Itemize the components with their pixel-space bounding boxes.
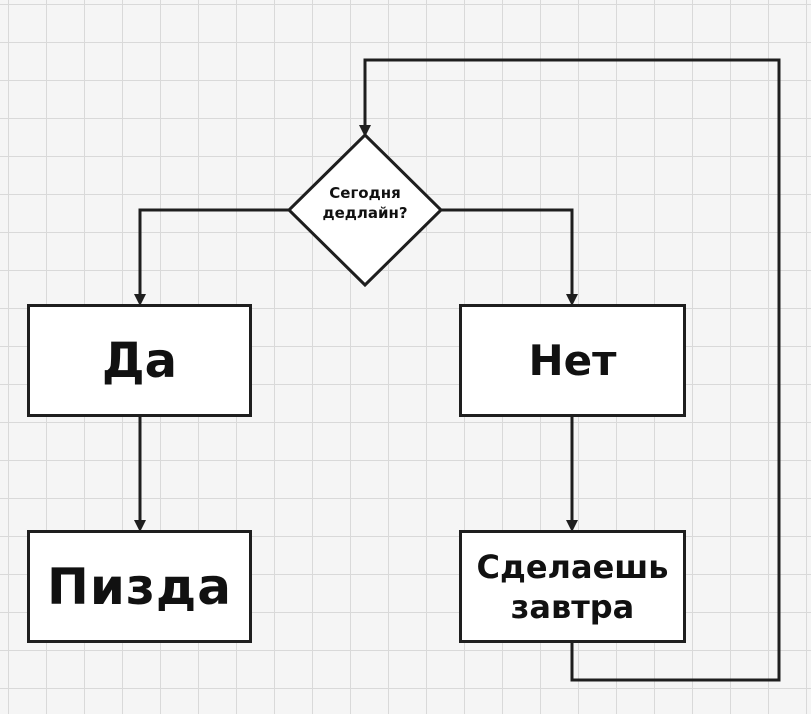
yes-result-label: Пизда [46,557,233,616]
yes-box-label: Да [101,332,178,389]
no-box-label: Нет [528,336,617,385]
connector-decision-to-no [441,208,578,306]
decision-label: Сегодня дедлайн? [300,183,430,224]
decision-diamond [286,132,444,288]
yes-result-box: Пизда [27,530,252,643]
no-result-label-line2: завтра [510,587,635,626]
no-box: Нет [459,304,686,417]
connector-loop-back [359,58,781,682]
connector-decision-to-yes [134,208,289,306]
decision-label-line1: Сегодня [329,184,401,202]
no-result-label-line1: Сделаешь [476,547,669,586]
yes-box: Да [27,304,252,417]
decision-label-line2: дедлайн? [322,204,408,223]
no-result-box: Сделаешь завтра [459,530,686,643]
